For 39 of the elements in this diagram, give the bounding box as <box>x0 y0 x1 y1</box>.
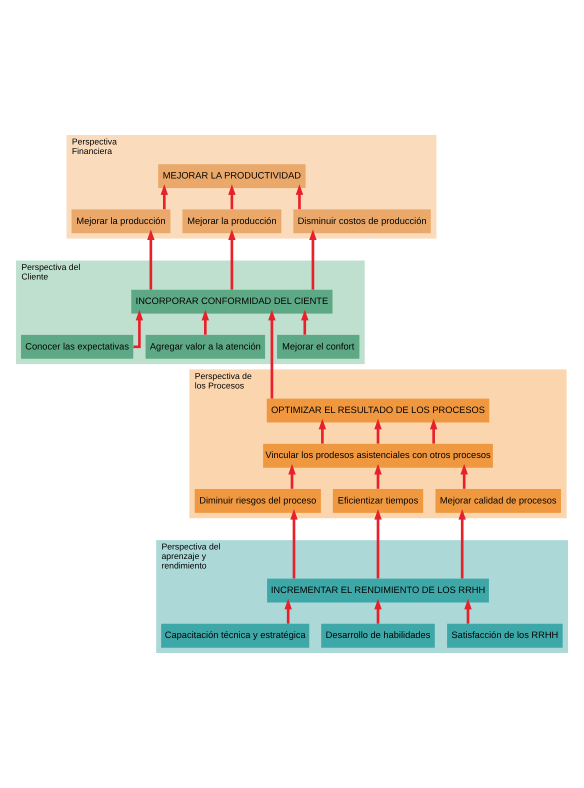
node-box: Mejorar calidad de procesos <box>435 488 561 513</box>
arrow <box>464 598 472 624</box>
arrow <box>147 229 155 290</box>
arrow <box>288 464 296 489</box>
arrow <box>284 598 292 624</box>
node-box: MEJORAR LA PRODUCTIVIDAD <box>158 164 306 188</box>
arrow <box>268 310 276 398</box>
arrow <box>296 184 304 210</box>
node-box: INCREMENTAR EL RENDIMIENTO DE LOS RRHH <box>267 578 489 603</box>
arrow <box>160 184 168 210</box>
arrow <box>374 464 382 489</box>
node-box: Disminuir costos de producción <box>293 209 431 234</box>
arrow <box>458 509 466 578</box>
arrow <box>309 229 317 290</box>
node-box: Eficientizar tiempos <box>332 488 424 513</box>
arrow <box>374 418 382 444</box>
arrow <box>430 418 438 444</box>
node-box: Satisfacción de los RRHH <box>447 624 563 648</box>
arrow <box>228 184 236 210</box>
arrow <box>290 509 298 578</box>
node-box: Conocer las expectativas <box>21 334 134 359</box>
arrow <box>228 229 236 290</box>
arrow <box>133 310 144 348</box>
node-box: Mejorar el confort <box>277 334 360 359</box>
node-box: Capacitación técnica y estratégica <box>161 624 310 648</box>
node-box: Agregar valor a la atención <box>146 334 266 359</box>
node-box: INCORPORAR CONFORMIDAD DEL CIENTE <box>131 290 333 314</box>
arrow <box>301 310 309 335</box>
arrow <box>374 509 382 578</box>
arrow <box>460 464 468 489</box>
node-box: OPTIMIZAR EL RESULTADO DE LOS PROCESOS <box>266 398 490 423</box>
node-box: Vincular los prodesos asistenciales con otros procesos <box>263 444 493 468</box>
arrow <box>318 418 326 444</box>
node-box: Desarrollo de habilidades <box>321 624 435 648</box>
arrow <box>202 310 210 335</box>
node-box: Diminuir riesgos del proceso <box>194 488 321 513</box>
node-box: Mejorar la producción <box>182 209 282 234</box>
arrow <box>374 598 382 624</box>
node-box: Mejorar la producción <box>72 209 170 234</box>
